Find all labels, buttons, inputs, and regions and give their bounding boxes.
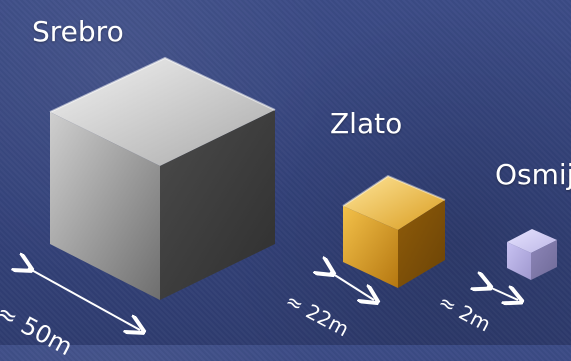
silver-cube: [49, 56, 276, 300]
gold-cube: [342, 174, 446, 288]
gold-label: Zlato: [330, 107, 403, 140]
silver-label: Srebro: [32, 15, 124, 48]
silver-measure-arrow: [28, 268, 140, 330]
comparison-diagram: [0, 56, 557, 345]
osmium-label: Osmij: [495, 158, 571, 191]
osmium-measure-arrow: [487, 286, 518, 300]
gold-measure-arrow: [330, 272, 374, 300]
osmium-cube: [507, 229, 557, 280]
